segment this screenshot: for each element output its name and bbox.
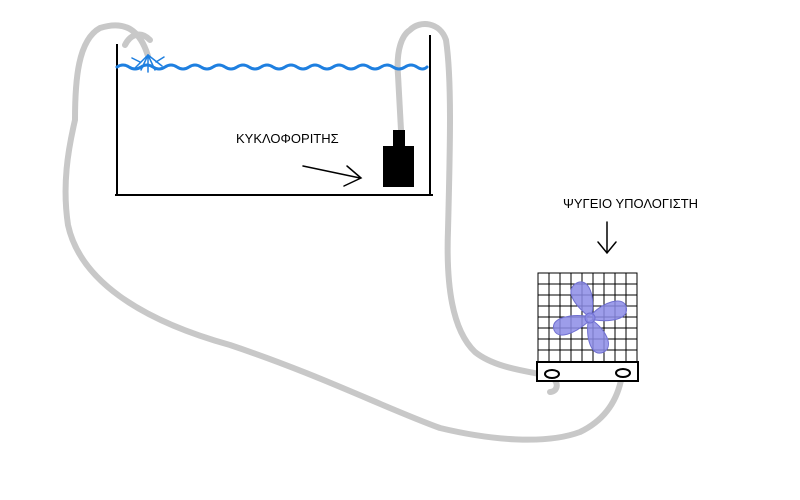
radiator-port-right — [615, 368, 631, 378]
radiator — [536, 272, 639, 382]
spray-icon — [131, 54, 165, 73]
cooler-arrow-icon — [597, 221, 617, 255]
radiator-base — [536, 361, 639, 382]
cooler-label: ΨΥΓΕΙΟ ΥΠΟΛΟΓΙΣΤΗ — [563, 196, 698, 211]
water-surface — [115, 63, 429, 71]
pump-arrow-icon — [302, 165, 363, 187]
supply-tube — [394, 21, 560, 395]
pump-body — [383, 146, 414, 187]
return-tube-outlet — [122, 31, 153, 48]
return-tube — [62, 22, 625, 443]
pump — [383, 130, 414, 187]
fan-icon — [553, 281, 627, 354]
radiator-port-left — [544, 369, 560, 379]
pump-label: ΚΥΚΛΟΦΟΡΙΤΗΣ — [236, 131, 339, 146]
pump-outlet — [393, 130, 405, 147]
aquarium-tank — [115, 35, 433, 196]
